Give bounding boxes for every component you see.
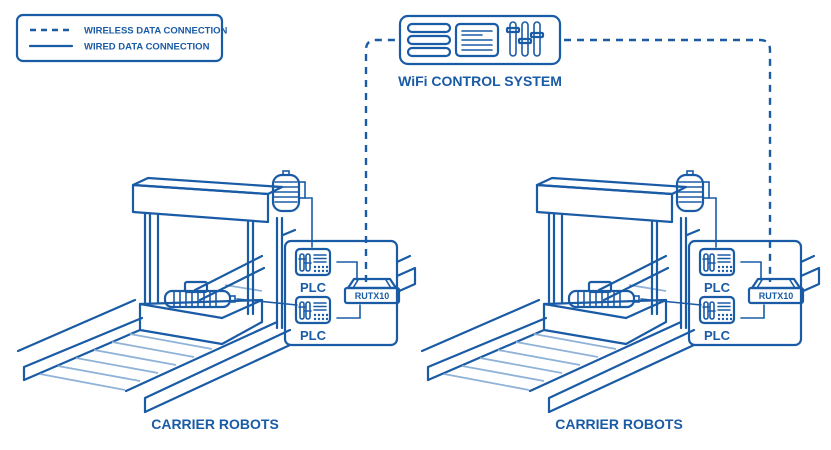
robot-scene-right: PLC PLC RUTX10 CARRIER ROBOTS [422,171,819,432]
plc-label: PLC [704,328,731,343]
legend-box [15,13,224,63]
plc-unit: PLC [300,280,327,295]
plc-label: PLC [300,328,327,343]
sliders-icon [505,21,545,57]
legend-wired-label: WIRED DATA CONNECTION [84,42,210,53]
control-system-label: WiFi CONTROL SYSTEM [398,73,562,89]
router-label: RUTX10 [759,291,794,301]
robot-scene-left: PLC PLC RUTX10 CARRIER ROBOTS [18,171,415,432]
plc-label: PLC [704,280,731,295]
plc-unit: PLC [704,280,731,295]
wireless-link-right [564,38,772,282]
server-stack-icon [406,22,452,58]
wifi-control-system: WiFi CONTROL SYSTEM [398,14,562,89]
scene-label: CARRIER ROBOTS [555,416,683,432]
plc-unit: PLC [704,328,731,343]
document-panel-icon [454,22,500,58]
plc-unit: PLC [300,328,327,343]
control-panel-frame [398,14,562,66]
router-label: RUTX10 [355,291,390,301]
legend: WIRELESS DATA CONNECTION WIRED DATA CONN… [15,13,228,63]
wireless-link-left [364,38,398,282]
scene-label: CARRIER ROBOTS [151,416,279,432]
plc-label: PLC [300,280,327,295]
legend-wireless-label: WIRELESS DATA CONNECTION [84,26,228,37]
